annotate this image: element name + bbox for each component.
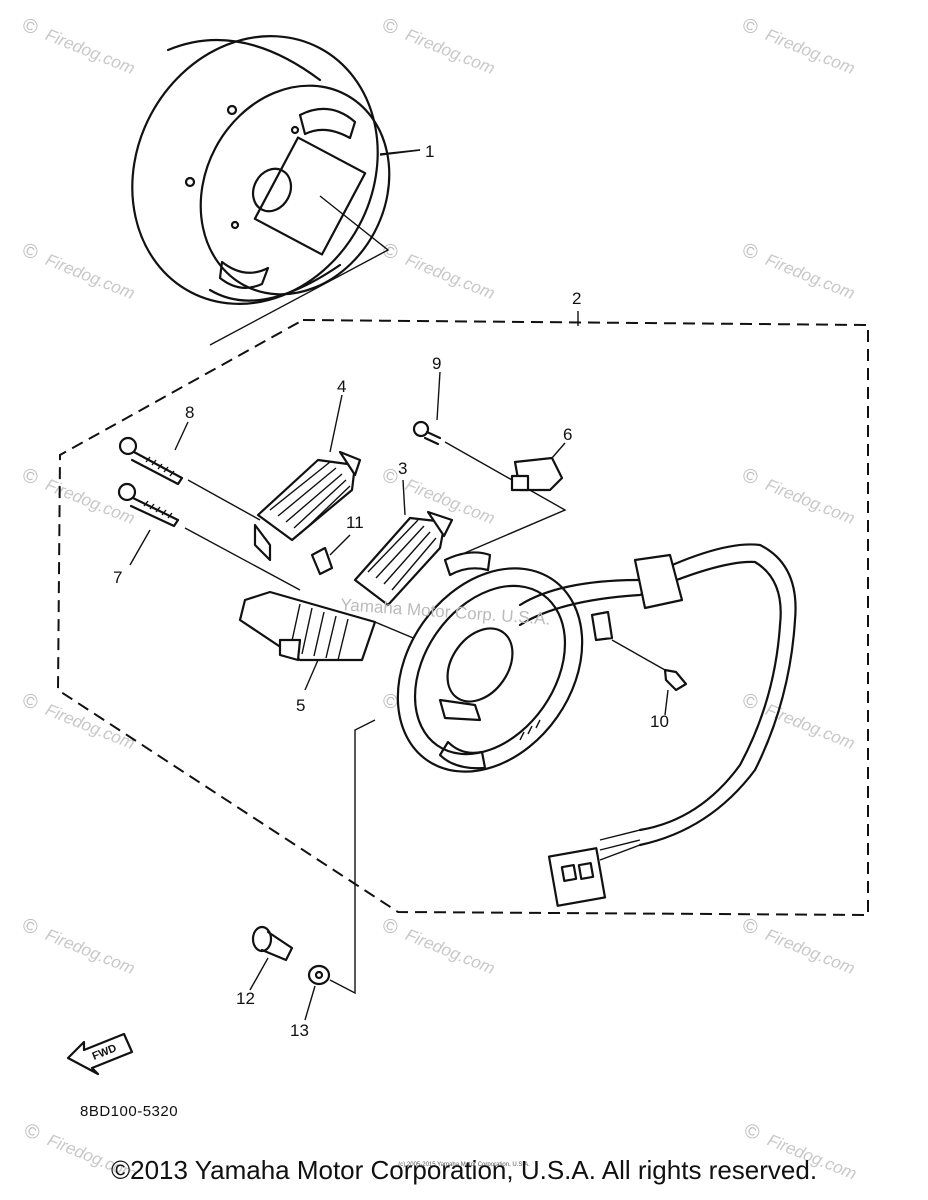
callout-2: 2 — [572, 289, 581, 308]
part-screw-12 — [249, 925, 294, 991]
svg-text:©: © — [19, 464, 41, 490]
callout-3: 3 — [398, 459, 407, 478]
small-copyright-notice: (c) 2005-2015 Yamaha Motor Corporation, … — [398, 1162, 530, 1168]
callout-12: 12 — [236, 989, 255, 1008]
callout-1: 1 — [425, 142, 434, 161]
svg-text:©: © — [19, 14, 41, 40]
watermark-text: Firedog.com — [763, 250, 858, 303]
callout-numbers: 1 2 3 4 5 6 7 8 9 10 11 12 13 — [113, 142, 669, 1040]
part-bolt-8 — [118, 436, 261, 521]
svg-text:©: © — [19, 914, 41, 940]
callout-6: 6 — [563, 425, 572, 444]
svg-text:©: © — [739, 689, 761, 715]
callout-leaders — [129, 149, 421, 566]
svg-text:©: © — [379, 14, 401, 40]
part-collar-11 — [310, 534, 351, 576]
part-coil-3 — [353, 479, 454, 607]
part-coil-4 — [253, 394, 362, 562]
watermark-text: Firedog.com — [43, 250, 138, 303]
part-screw-10 — [611, 639, 688, 716]
part-screw-9 — [412, 371, 567, 556]
part-rotor-flywheel — [131, 35, 421, 346]
callout-10: 10 — [650, 712, 669, 731]
callout-5: 5 — [296, 696, 305, 715]
fwd-arrow-icon: FWD — [66, 1032, 134, 1076]
part-stator-plate — [396, 551, 584, 773]
callout-13: 13 — [290, 1021, 309, 1040]
svg-text:©: © — [19, 689, 41, 715]
watermark-text: Firedog.com — [763, 925, 858, 978]
watermark-text: Firedog.com — [43, 925, 138, 978]
callout-7: 7 — [113, 568, 122, 587]
drawing-code: 8BD100-5320 — [80, 1103, 179, 1120]
svg-text:©: © — [739, 14, 761, 40]
watermark-text: Firedog.com — [43, 25, 138, 78]
part-washer-13 — [304, 719, 376, 1021]
callout-9: 9 — [432, 354, 441, 373]
watermark-text: Firedog.com — [763, 475, 858, 528]
part-wire-harness — [518, 543, 797, 907]
assembly-outline-2 — [56, 311, 869, 917]
watermark-text: Firedog.com — [403, 25, 498, 78]
watermark-layer: ©Firedog.com ©Firedog.com ©Firedog.com ©… — [19, 14, 859, 1184]
callout-11: 11 — [346, 513, 364, 532]
svg-text:©: © — [739, 464, 761, 490]
watermark-text: Firedog.com — [43, 475, 138, 528]
watermark-text: Firedog.com — [43, 700, 138, 753]
part-coil-5 — [238, 590, 419, 691]
watermark-text: Firedog.com — [403, 250, 498, 303]
callout-8: 8 — [185, 403, 194, 422]
watermark-text: Firedog.com — [763, 700, 858, 753]
svg-text:©: © — [739, 239, 761, 265]
svg-text:©: © — [379, 239, 401, 265]
watermark-text: Firedog.com — [763, 25, 858, 78]
svg-text:©: © — [379, 914, 401, 940]
part-bolt-7 — [117, 482, 301, 591]
part-pickup-6 — [510, 442, 566, 492]
svg-text:©: © — [19, 239, 41, 265]
copyright-footer: ©2013 Yamaha Motor Corporation, U.S.A. A… — [110, 1155, 818, 1185]
svg-text:©: © — [21, 1119, 43, 1145]
svg-text:©: © — [741, 1119, 763, 1145]
callout-4: 4 — [337, 377, 346, 396]
svg-text:©: © — [739, 914, 761, 940]
watermark-text: Firedog.com — [403, 925, 498, 978]
